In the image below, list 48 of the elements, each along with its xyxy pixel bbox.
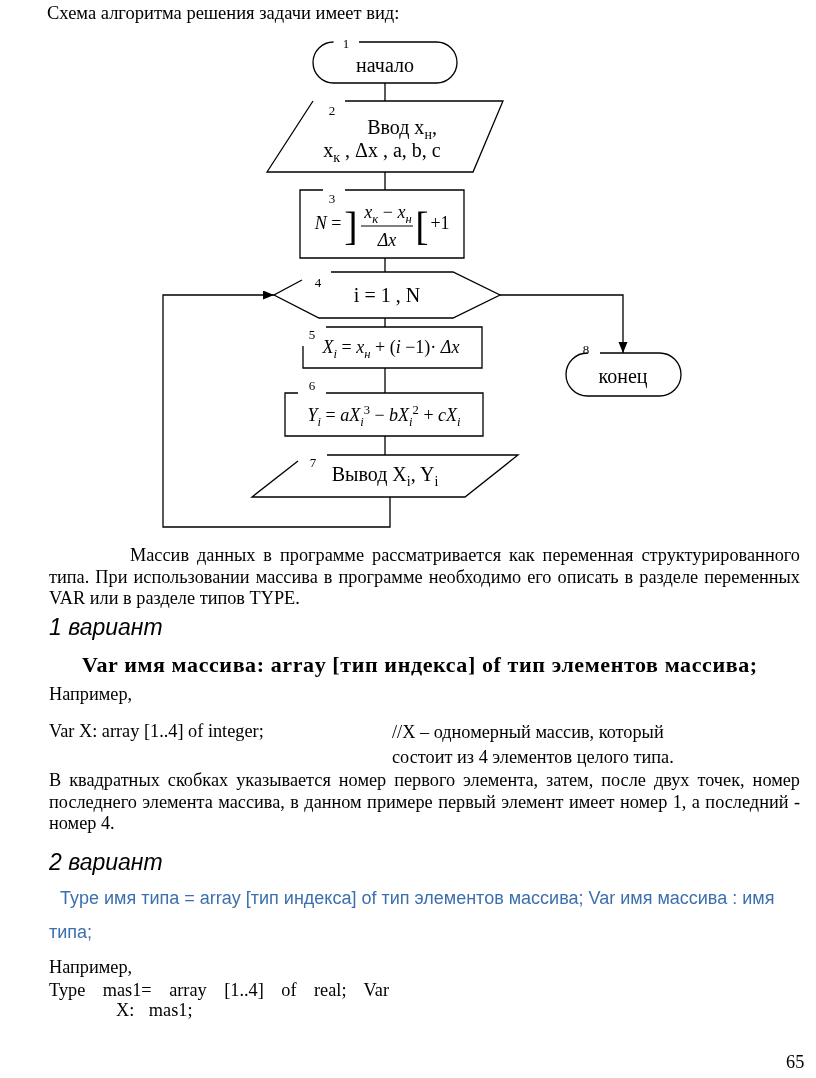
end-terminal [566, 353, 681, 396]
paragraph: Массив данных в программе рассматривается как переменная структурированного типа. При использовании массива в программе необходимо его описать в разделе переменных VAR или в разделе типов TYPE. [49, 545, 800, 610]
syntax-line: Var имя массива: array [тип индекса] of тип элементов массива; [82, 652, 758, 678]
block-number: 1 [342, 36, 350, 50]
formula-bracket: [ [415, 207, 429, 247]
code-comment: //X – одномерный массив, который состоит из 4 элементов целого типа. [392, 721, 675, 769]
connector-line [384, 257, 386, 273]
section-heading: 1 вариант [49, 613, 163, 641]
block-number: 7 [309, 455, 317, 469]
block-number: 6 [308, 378, 316, 392]
block-number: 2 [328, 103, 336, 117]
node-text: i = 1 , N [353, 283, 421, 307]
node-text: Вывод X$_{i}$, Y$_{i}$ [331, 462, 439, 486]
paragraph: В квадратных скобках указывается номер первого элемента, затем, после двух точек, номер последнего элемента массива, в данном примере первый элемент имеет номер 1, а последний - номер 4. [49, 770, 800, 835]
page-number: 65 [786, 1052, 805, 1074]
section-heading: 2 вариант [49, 848, 163, 876]
body-text: Например, [49, 957, 133, 979]
block-number: 5 [308, 327, 316, 341]
node-text: начало [356, 53, 414, 77]
connector-line [384, 435, 386, 456]
connector-line [384, 317, 386, 328]
fraction-denominator: Δx [377, 230, 397, 252]
code-line: Var X: array [1..4] of integer; [49, 721, 264, 743]
fraction-numerator: x$_{к}$ − x$_{н}$ [364, 202, 412, 224]
connector-line [384, 82, 386, 102]
syntax-line: Type имя типа = array [тип индекса] of тип элементов массива; Var имя массива : имя типа; [49, 887, 776, 944]
title-text: Схема алгоритма решения задачи имеет вид: [47, 2, 400, 24]
node-text: конец [598, 364, 648, 388]
process-box [300, 190, 464, 258]
connector-line [384, 367, 386, 394]
block-number: 3 [328, 191, 336, 205]
process-box [303, 327, 482, 368]
code-line: Type mas1= array [1..4] of real; Var X: mas1; [49, 980, 389, 1020]
output-parallelogram [252, 455, 518, 497]
process-box [285, 393, 483, 436]
block-number: 4 [314, 275, 322, 289]
arrow [162, 290, 391, 528]
input-parallelogram [267, 101, 503, 172]
arrow [499, 294, 628, 354]
node-text: x$_{к}$ , Δx , a, b, c [323, 139, 441, 162]
formula-text: N = [314, 213, 342, 235]
node-text: Ввод x$_{н}$, [367, 115, 437, 139]
formula-text: X$_{i}$ = x$_{н}$ + (i −1)· Δx [322, 337, 460, 359]
formula-bracket: ] [344, 207, 358, 247]
connector-line [384, 171, 386, 191]
formula-text: Y$_{i}$ = aX$_{i}$$^{3}$ − bX$_{i}$$^{2}$ + cX$_{i}$ [307, 405, 461, 427]
body-text: Например, [49, 684, 133, 706]
formula-text: +1 [430, 213, 450, 235]
